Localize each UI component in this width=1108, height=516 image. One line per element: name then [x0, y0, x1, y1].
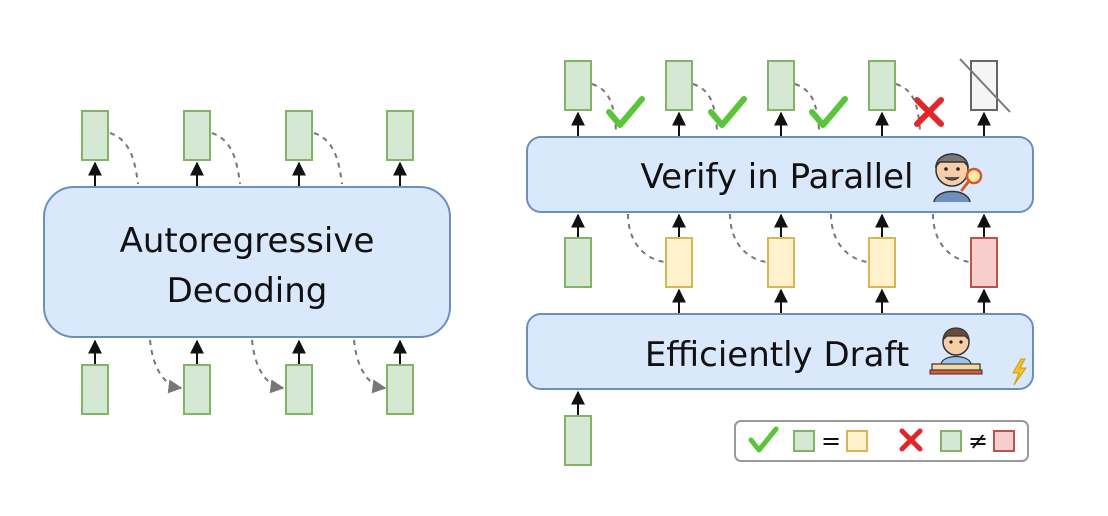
input-token	[81, 364, 109, 415]
input-token	[183, 364, 211, 415]
draft-token	[665, 237, 693, 288]
dashed-connector	[211, 132, 241, 185]
dashed-connector	[109, 132, 139, 185]
autoregressive-box	[43, 186, 451, 338]
autoregressive-label-line2: Decoding	[167, 271, 328, 311]
dashed-connector	[313, 132, 343, 185]
check-mark-icon	[606, 96, 645, 128]
legend-green-token	[940, 430, 962, 452]
legend-green-token	[793, 430, 815, 452]
input-token	[564, 415, 592, 466]
verified-token	[564, 60, 592, 111]
feedback-arrow	[353, 339, 387, 394]
draft-label: Efficiently Draft	[645, 335, 909, 375]
legend-equal-sign: =	[821, 427, 841, 455]
check-mark-icon	[708, 96, 747, 128]
legend-yellow-token	[846, 430, 868, 452]
input-token	[564, 237, 592, 288]
check-mark-icon	[809, 96, 848, 128]
autoregressive-label-line1: Autoregressive	[120, 221, 375, 261]
dashed-connector	[895, 83, 921, 131]
dashed-connector	[591, 83, 617, 131]
verified-token	[767, 60, 795, 111]
dashed-connector	[932, 213, 970, 263]
legend-not-equal-sign: ≠	[968, 427, 988, 455]
cross-mark-icon	[899, 428, 923, 452]
detective-person-icon	[933, 153, 983, 203]
output-token	[285, 110, 313, 161]
output-token	[81, 110, 109, 161]
discarded-token	[959, 58, 1011, 113]
draft-token	[868, 237, 896, 288]
output-token	[386, 110, 414, 161]
feedback-arrow	[149, 339, 183, 394]
dashed-connector	[692, 83, 718, 131]
legend-red-token	[993, 430, 1015, 452]
dashed-connector	[627, 213, 665, 263]
input-token	[285, 364, 313, 415]
dashed-connector	[794, 83, 820, 131]
check-mark-icon	[748, 426, 779, 453]
autoregressive-panel: Autoregressive Decoding	[43, 110, 451, 415]
dashed-connector	[830, 213, 868, 263]
lightning-bolt-icon	[1012, 358, 1027, 386]
output-token	[183, 110, 211, 161]
verify-label: Verify in Parallel	[641, 157, 914, 197]
input-token	[386, 364, 414, 415]
dashed-connector	[729, 213, 767, 263]
rejected-draft-token	[970, 237, 998, 288]
person-writing-icon	[929, 327, 983, 375]
draft-token	[767, 237, 795, 288]
cross-mark-icon	[914, 97, 944, 127]
feedback-arrow	[251, 339, 285, 394]
speculative-panel: Verify in Parallel	[526, 58, 1034, 466]
verified-token	[665, 60, 693, 111]
legend: = ≠	[734, 420, 1029, 462]
verified-token	[868, 60, 896, 111]
draft-box	[526, 313, 1034, 390]
verify-box	[526, 136, 1034, 213]
